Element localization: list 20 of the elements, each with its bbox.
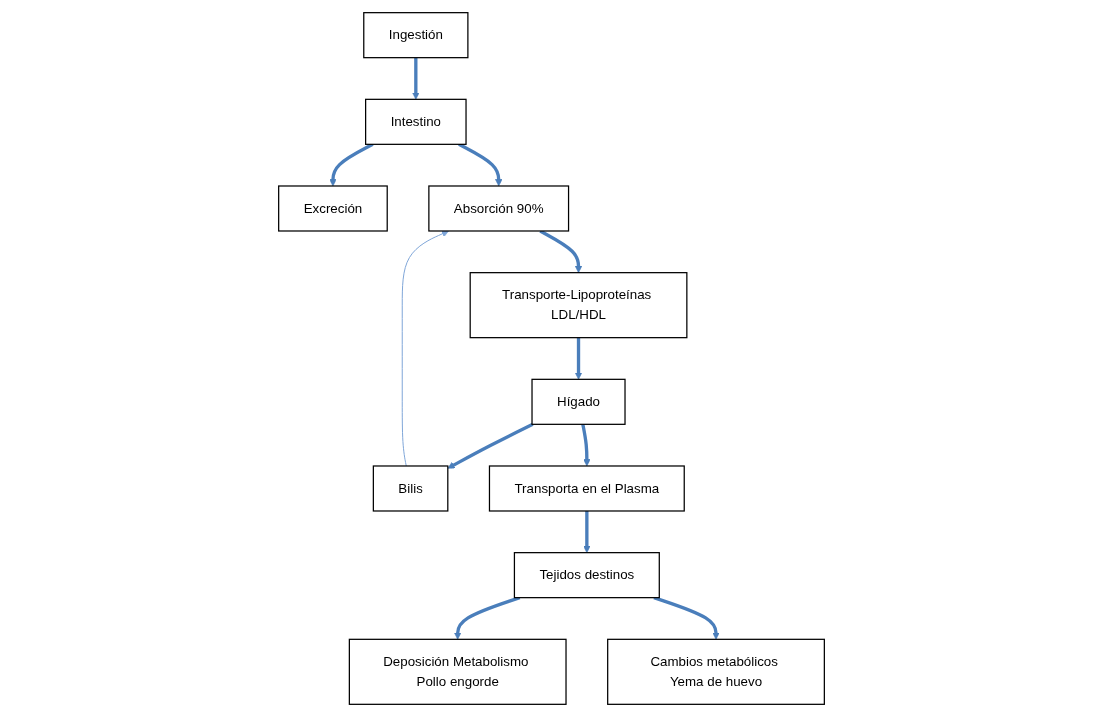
arrow [329,142,375,187]
arrow [412,57,420,100]
node-box: Deposición Metabolismo Pollo engorde [349,638,568,705]
node-box: Ingestión [363,12,469,59]
arrow [575,337,583,380]
arrow [583,511,591,553]
node-box: Intestino [365,98,468,145]
node-box: Transporte-Lipoproteínas LDL/HDL [470,272,688,339]
arrow [447,422,534,469]
node-box: Hígado [531,378,627,425]
node-box: Absorción 90% [428,185,570,232]
node-box: Tejidos destinos [514,552,661,599]
arrow [581,424,591,467]
arrow [402,230,450,467]
node-box: Transporta en el Plasma [489,465,686,512]
node-box: Bilis [373,465,449,512]
node-box: Cambios metabólicos Yema de huevo [607,638,826,705]
node-box: Excreción [278,185,389,232]
arrow [454,596,521,640]
arrow [653,596,721,640]
